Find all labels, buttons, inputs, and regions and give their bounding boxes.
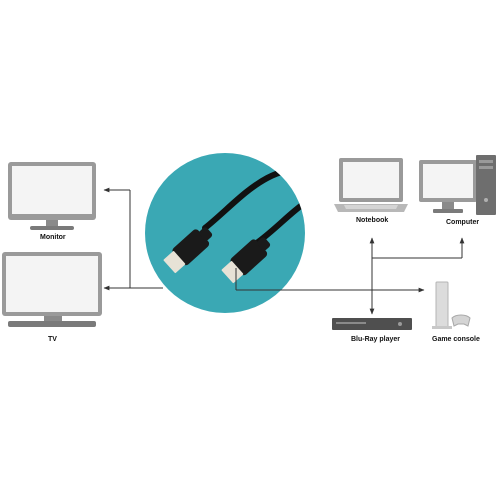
hdmi-connector-left	[163, 227, 213, 274]
teal-circle	[145, 153, 305, 313]
bluray-player-icon	[332, 318, 412, 330]
connection-lines	[103, 187, 465, 315]
tv-label: TV	[48, 336, 57, 343]
computer-icon	[419, 155, 496, 215]
monitor-icon	[8, 162, 96, 230]
notebook-icon	[334, 158, 408, 212]
bluray-player-label: Blu-Ray player	[351, 336, 401, 343]
hdmi-connector-right	[221, 237, 271, 284]
computer-label: Computer	[446, 219, 480, 226]
monitor-label: Monitor	[40, 234, 66, 241]
notebook-label: Notebook	[356, 217, 389, 224]
game-console-label: Game console	[432, 336, 480, 343]
hdmi-cable-2	[255, 187, 305, 245]
game-console-icon	[432, 281, 471, 329]
cable-circle	[145, 153, 305, 313]
tv-icon	[2, 252, 102, 327]
